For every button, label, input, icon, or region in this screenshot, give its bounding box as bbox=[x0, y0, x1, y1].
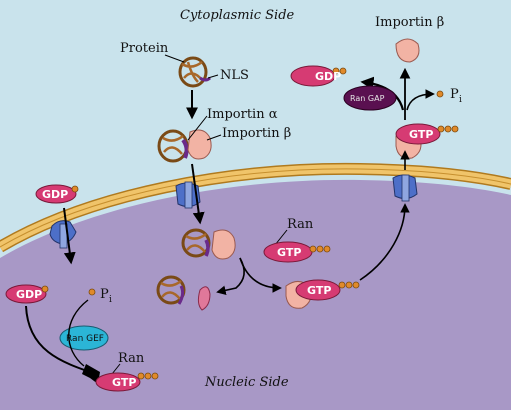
ran-gtp-bottom-text: GTP bbox=[112, 376, 136, 389]
ran-gap bbox=[343, 85, 397, 111]
ran-bottom-pointer bbox=[111, 363, 121, 375]
pi-bottom-sub: i bbox=[109, 295, 112, 305]
released-protein bbox=[156, 275, 186, 305]
importin-beta-label: Importin β bbox=[222, 126, 291, 141]
pi-top-sub: i bbox=[459, 95, 462, 105]
pi-bottom-label: P bbox=[100, 287, 109, 302]
nuclear-pore-right bbox=[392, 174, 418, 202]
importin-beta-top-label: Importin β bbox=[375, 15, 444, 30]
ran-gtp-bottom bbox=[95, 372, 159, 392]
ran-gdp-bottom-left-text: GDP bbox=[16, 288, 42, 301]
ran-mid-pointer bbox=[274, 229, 288, 246]
protein-label: Protein bbox=[120, 41, 169, 56]
ran-gtp-top-text: GTP bbox=[409, 128, 433, 141]
importin-alpha-label: Importin α bbox=[207, 107, 278, 122]
nls-label: NLS bbox=[220, 68, 249, 83]
protein-pointer bbox=[164, 54, 185, 63]
released-importin-alpha bbox=[197, 286, 211, 311]
arrow-phosphate-release bbox=[406, 89, 435, 111]
nucleus-region bbox=[0, 179, 511, 410]
ran-gef bbox=[59, 325, 109, 351]
ran-gtp-mid-text: GTP bbox=[277, 246, 301, 259]
ran-mid-label: Ran bbox=[287, 217, 314, 232]
ran-gtp-mid bbox=[263, 241, 331, 263]
importin-beta-free bbox=[395, 38, 420, 63]
phosphate-bottom bbox=[88, 288, 96, 296]
ran-gdp-top-right bbox=[290, 65, 347, 87]
cargo-protein bbox=[178, 56, 212, 88]
nucleic-side-label: Nucleic Side bbox=[204, 375, 289, 390]
arrow-gdp-import bbox=[63, 207, 76, 265]
arrow-phosphate-uptake bbox=[68, 299, 89, 367]
cytoplasmic-side-label: Cytoplasmic Side bbox=[180, 8, 295, 23]
arrow-import-through-pore bbox=[191, 163, 205, 225]
nls-pointer bbox=[207, 74, 219, 79]
ran-gef-text: Ran GEF bbox=[66, 334, 104, 344]
ran-gtp-importin-complex bbox=[285, 279, 360, 309]
ran-gdp-top-right-text: GDP bbox=[315, 70, 341, 83]
phosphate-top bbox=[436, 90, 444, 98]
ran-gap-text: Ran GAP bbox=[350, 94, 385, 103]
ran-gdp-top-left bbox=[35, 184, 79, 204]
ran-gdp-bottom-left bbox=[5, 284, 49, 304]
arrow-ran-binding bbox=[239, 257, 282, 293]
ran-gtp-mid-lower-text: GTP bbox=[307, 284, 331, 297]
importin-complex-nucleus bbox=[181, 228, 236, 260]
ran-bottom-label: Ran bbox=[118, 351, 145, 366]
importin-alpha-pointer bbox=[187, 115, 208, 141]
pi-top-label: P bbox=[450, 87, 459, 102]
importin-beta-pointer bbox=[206, 134, 222, 141]
ran-gdp-top-left-text: GDP bbox=[42, 188, 68, 201]
arrow-export-through-pore bbox=[359, 203, 410, 281]
nuclear-membrane bbox=[0, 162, 511, 253]
nuclear-pore-middle bbox=[175, 181, 201, 209]
importin-complex-top bbox=[157, 129, 212, 163]
arrow-gef-head bbox=[82, 364, 100, 384]
